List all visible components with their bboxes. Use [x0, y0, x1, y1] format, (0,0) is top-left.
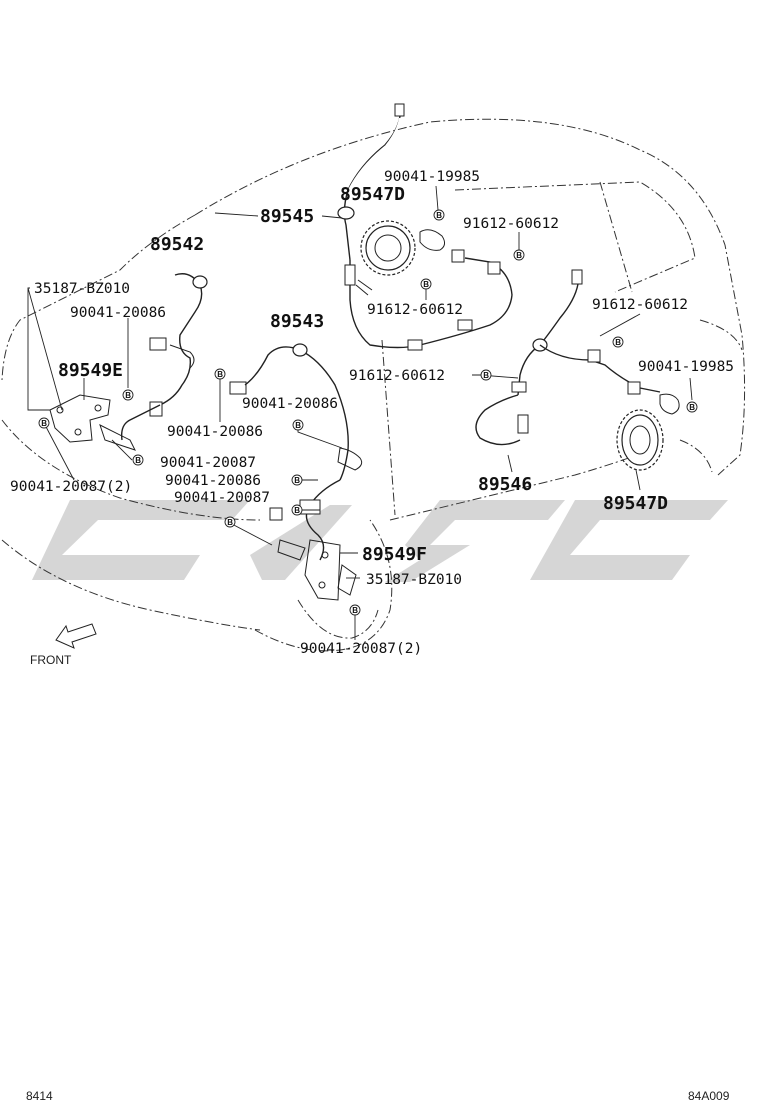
bolt-marker-icon: B — [132, 454, 144, 466]
label-91612-60612-a: 91612-60612 — [463, 216, 559, 232]
label-90041-20086-b: 90041-20086 — [242, 396, 338, 412]
svg-text:B: B — [423, 280, 429, 289]
bolt-marker-icon: B — [513, 249, 525, 261]
label-91612-60612-d: 91612-60612 — [349, 368, 445, 384]
bracket-89549f — [304, 539, 357, 601]
label-35187-bz010-left: 35187-BZ010 — [34, 281, 130, 297]
bolt-marker-icon: B — [291, 504, 303, 516]
svg-text:B: B — [294, 506, 300, 515]
vehicle-body-outline — [1, 118, 746, 652]
label-91612-60612-c: 91612-60612 — [592, 297, 688, 313]
bracket-89549e — [49, 394, 111, 443]
bolt-marker-icon: B — [612, 336, 624, 348]
label-89547d-top: 89547D — [340, 184, 405, 205]
front-indicator: FRONT — [30, 623, 97, 667]
label-90041-20087-2-bottom: 90041-20087(2) — [300, 641, 422, 657]
sensor-89546-harness — [475, 269, 680, 446]
page-number: 8414 — [26, 1089, 53, 1103]
svg-text:B: B — [125, 391, 131, 400]
label-90041-20087-a: 90041-20087 — [160, 455, 256, 471]
sensor-89543-harness — [229, 343, 363, 561]
leader-lines — [27, 185, 693, 640]
arrow-icon — [55, 623, 97, 649]
bolt-marker-icon: B — [214, 368, 226, 380]
label-90041-20086-c: 90041-20086 — [167, 424, 263, 440]
part-labels: 90041-19985 89547D 89545 91612-60612 895… — [10, 169, 734, 657]
svg-text:B: B — [217, 370, 223, 379]
label-90041-20087-2-left: 90041-20087(2) — [10, 479, 132, 495]
tone-ring-top — [360, 220, 416, 276]
svg-text:B: B — [41, 419, 47, 428]
bolt-marker-icon: B — [38, 417, 50, 429]
tone-ring-bottom — [616, 409, 664, 471]
bolt-marker-icon: B — [433, 209, 445, 221]
front-label: FRONT — [30, 653, 72, 667]
label-90041-19985-right: 90041-19985 — [638, 359, 734, 375]
svg-text:B: B — [135, 456, 141, 465]
svg-text:B: B — [689, 403, 695, 412]
svg-text:B: B — [516, 251, 522, 260]
label-89545: 89545 — [260, 206, 314, 227]
label-90041-20086-a: 90041-20086 — [70, 305, 166, 321]
bolt-marker-icon: B — [291, 474, 303, 486]
svg-text:B: B — [294, 476, 300, 485]
label-89543: 89543 — [270, 311, 324, 332]
bolt-marker-icon: B — [686, 401, 698, 413]
bolt-marker-icon: B — [292, 419, 304, 431]
sensor-89545-harness — [337, 103, 513, 351]
watermark-logo — [32, 500, 728, 582]
figure-code: 84A009 — [688, 1089, 730, 1103]
bolt-marker-icon: B — [480, 369, 492, 381]
bolt-markers: B B B B B B B B B B B B B B B — [38, 209, 698, 616]
bolt-marker-icon: B — [349, 604, 361, 616]
label-91612-60612-b: 91612-60612 — [367, 302, 463, 318]
bolt-marker-icon: B — [420, 278, 432, 290]
svg-text:B: B — [295, 421, 301, 430]
label-89547d-bottom: 89547D — [603, 493, 668, 514]
label-90041-20086-d: 90041-20086 — [165, 473, 261, 489]
label-89549f: 89549F — [362, 544, 427, 565]
label-90041-20087-b: 90041-20087 — [174, 490, 270, 506]
svg-text:B: B — [615, 338, 621, 347]
svg-text:B: B — [436, 211, 442, 220]
label-89542: 89542 — [150, 234, 204, 255]
svg-text:B: B — [483, 371, 489, 380]
label-35187-bz010-right: 35187-BZ010 — [366, 572, 462, 588]
label-89549e: 89549E — [58, 360, 123, 381]
svg-text:B: B — [227, 518, 233, 527]
sensor-89542-harness — [99, 273, 208, 451]
label-89546: 89546 — [478, 474, 532, 495]
label-90041-19985-top: 90041-19985 — [384, 169, 480, 185]
bolt-marker-icon: B — [122, 389, 134, 401]
bolt-marker-icon: B — [224, 516, 236, 528]
svg-text:B: B — [352, 606, 358, 615]
